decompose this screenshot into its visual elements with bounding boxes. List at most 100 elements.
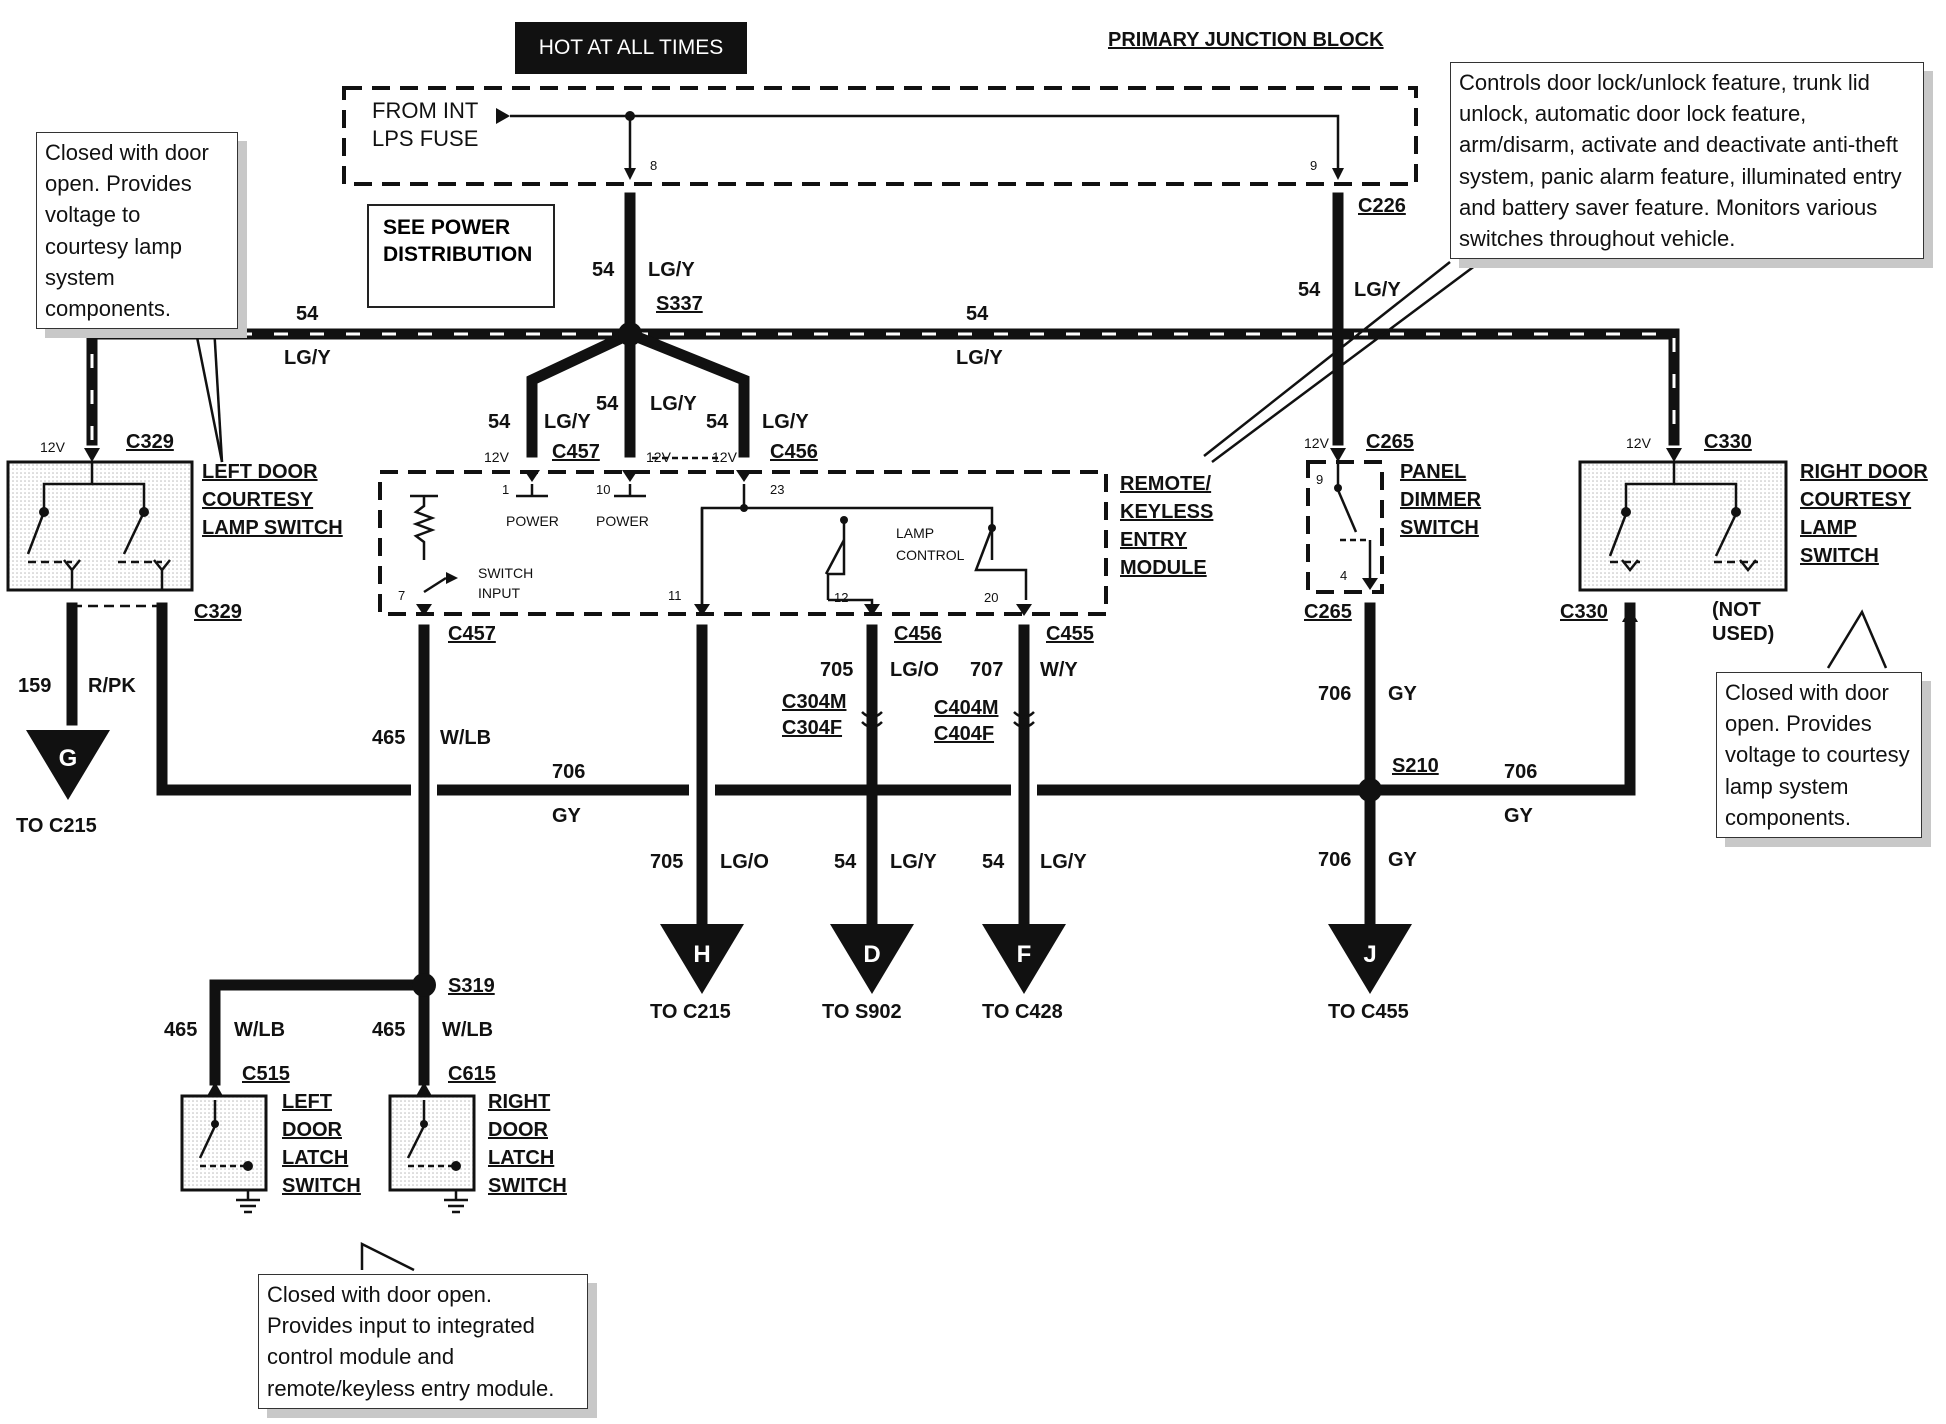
connector-c615: C615 — [448, 1063, 496, 1085]
hot-at-all-times-label: HOT AT ALL TIMES — [515, 22, 747, 74]
bus-node — [625, 111, 635, 121]
right-courtesy-label-4: SWITCH — [1800, 545, 1879, 567]
pin-8: 8 — [650, 158, 657, 173]
svg-text:1: 1 — [502, 482, 509, 497]
connector-c457-bottom: C457 — [448, 623, 496, 645]
splice-s337: S337 — [656, 293, 703, 315]
leader-line — [360, 1241, 415, 1272]
module-label-1: REMOTE/ — [1120, 473, 1212, 495]
left-courtesy-switch-box — [6, 460, 194, 592]
see-power-distribution: SEE POWER DISTRIBUTION — [367, 204, 555, 308]
pin-arrow-icon — [624, 168, 636, 180]
svg-text:LEFT: LEFT — [282, 1091, 332, 1113]
circuit-labels: 54 LG/Y 54 LG/Y 54 LG/Y 54 LG/Y 54 LG/Y … — [18, 259, 1537, 1041]
module-function-note: Controls door lock/unlock feature, trunk… — [1450, 62, 1924, 260]
svg-text:F: F — [1017, 941, 1032, 968]
svg-text:54: 54 — [834, 851, 857, 873]
svg-text:54: 54 — [982, 851, 1005, 873]
svg-text:GY: GY — [1388, 683, 1418, 705]
svg-text:12: 12 — [834, 590, 848, 605]
not-used-label-2: USED) — [1712, 623, 1774, 645]
svg-text:705: 705 — [650, 851, 683, 873]
splice-s210-dot — [1358, 778, 1382, 802]
svg-text:SWITCH: SWITCH — [282, 1175, 361, 1197]
connector-c515: C515 — [242, 1063, 290, 1085]
fuse-bus — [510, 114, 1340, 174]
svg-text:706: 706 — [552, 761, 585, 783]
module-label-3: ENTRY — [1120, 529, 1188, 551]
svg-text:R/PK: R/PK — [88, 675, 136, 697]
svg-text:W/Y: W/Y — [1040, 659, 1078, 681]
leader-line — [1826, 609, 1888, 669]
module-label-2: KEYLESS — [1120, 501, 1213, 523]
svg-text:12V: 12V — [40, 439, 66, 455]
right-courtesy-note: Closed with door open. Provides voltage … — [1716, 672, 1922, 839]
svg-text:LG/Y: LG/Y — [650, 393, 697, 415]
svg-text:706: 706 — [1318, 849, 1351, 871]
svg-text:54: 54 — [488, 411, 511, 433]
svg-text:POWER: POWER — [596, 513, 649, 529]
leader-line — [1211, 260, 1481, 464]
svg-text:TO C455: TO C455 — [1328, 1001, 1409, 1023]
pin-arrow-icon — [1332, 168, 1344, 180]
svg-text:LG/Y: LG/Y — [544, 411, 591, 433]
svg-text:GY: GY — [552, 805, 582, 827]
svg-text:LG/Y: LG/Y — [762, 411, 809, 433]
left-courtesy-label-2: COURTESY — [202, 489, 314, 511]
svg-text:DOOR: DOOR — [282, 1119, 343, 1141]
dimmer-label-2: DIMMER — [1400, 489, 1482, 511]
svg-text:GY: GY — [1504, 805, 1534, 827]
fuse-label-line2: LPS FUSE — [372, 126, 478, 151]
svg-text:LG/Y: LG/Y — [284, 347, 331, 369]
svg-text:INPUT: INPUT — [478, 585, 520, 601]
ground-icon — [444, 1190, 468, 1214]
connector-c329-bottom: C329 — [194, 601, 242, 623]
svg-text:54: 54 — [966, 303, 989, 325]
left-courtesy-note: Closed with door open. Provides voltage … — [36, 132, 238, 330]
primary-junction-block — [342, 86, 1418, 186]
svg-text:J: J — [1363, 941, 1376, 968]
svg-text:707: 707 — [970, 659, 1003, 681]
connector-c404f: C404F — [934, 723, 994, 745]
terminal-f: F TO C428 — [982, 924, 1066, 1023]
svg-text:54: 54 — [596, 393, 619, 415]
svg-text:TO C215: TO C215 — [16, 815, 97, 837]
connector-c265-bottom: C265 — [1304, 601, 1352, 623]
svg-text:465: 465 — [372, 727, 405, 749]
connector-c330-top: C330 — [1704, 431, 1752, 453]
svg-text:W/LB: W/LB — [440, 727, 491, 749]
svg-text:W/LB: W/LB — [442, 1019, 493, 1041]
svg-text:20: 20 — [984, 590, 998, 605]
latch-switch-note: Closed with door open. Provides input to… — [258, 1274, 588, 1409]
svg-text:7: 7 — [398, 588, 405, 603]
panel-dimmer-switch-box — [1306, 460, 1384, 594]
junction-block-label: PRIMARY JUNCTION BLOCK — [1108, 29, 1384, 51]
right-latch-switch-box — [388, 1094, 476, 1192]
svg-text:LAMP: LAMP — [896, 525, 934, 541]
connector-c330-bottom: C330 — [1560, 601, 1608, 623]
svg-text:DOOR: DOOR — [488, 1119, 549, 1141]
right-courtesy-label-1: RIGHT DOOR — [1800, 461, 1928, 483]
svg-text:SWITCH: SWITCH — [488, 1175, 567, 1197]
svg-text:W/LB: W/LB — [234, 1019, 285, 1041]
svg-text:706: 706 — [1318, 683, 1351, 705]
svg-text:LATCH: LATCH — [282, 1147, 348, 1169]
svg-text:LG/Y: LG/Y — [648, 259, 695, 281]
svg-text:LATCH: LATCH — [488, 1147, 554, 1169]
splice-s210: S210 — [1392, 755, 1439, 777]
module-label-4: MODULE — [1120, 557, 1207, 579]
left-latch-switch-box — [180, 1094, 268, 1192]
svg-text:54: 54 — [1298, 279, 1321, 301]
svg-text:11: 11 — [668, 588, 682, 603]
terminal-j: J TO C455 — [1328, 924, 1412, 1023]
svg-text:H: H — [693, 941, 710, 968]
svg-text:12V: 12V — [484, 449, 510, 465]
connector-c457-top: C457 — [552, 441, 600, 463]
svg-text:706: 706 — [1504, 761, 1537, 783]
svg-text:465: 465 — [164, 1019, 197, 1041]
right-courtesy-label-3: LAMP — [1800, 517, 1857, 539]
splice-s337-dot — [618, 322, 642, 346]
svg-text:GY: GY — [1388, 849, 1418, 871]
svg-text:23: 23 — [770, 482, 784, 497]
svg-text:LG/O: LG/O — [890, 659, 939, 681]
